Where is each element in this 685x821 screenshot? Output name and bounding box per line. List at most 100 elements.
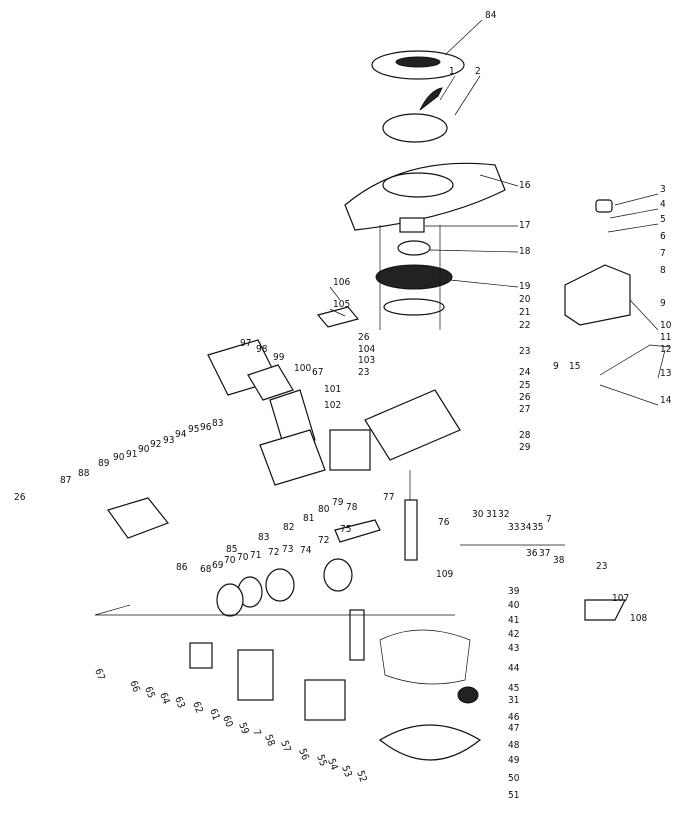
part-label: 65	[142, 685, 156, 700]
piston-ring-part	[265, 568, 295, 602]
recoil-cover-hole	[395, 56, 441, 68]
part-label: 12	[660, 344, 671, 355]
part-label: 55	[314, 753, 328, 768]
part-label: 54	[325, 757, 339, 772]
part-label: 82	[283, 522, 294, 533]
part-label: 33	[508, 522, 519, 533]
flywheel-part	[375, 264, 453, 290]
part-label: 20	[519, 294, 531, 305]
part-label: 49	[508, 755, 520, 766]
part-label: 40	[508, 600, 520, 611]
starter-cup-part	[397, 240, 431, 256]
part-label: 11	[660, 332, 671, 343]
part-label: 104	[358, 344, 375, 355]
part-label: 70	[224, 555, 236, 566]
fan-housing-opening	[382, 172, 454, 198]
part-label: 80	[318, 504, 330, 515]
part-label: 98	[256, 344, 268, 355]
air-filter-part	[304, 679, 346, 721]
part-label: 63	[172, 695, 186, 710]
part-label: 60	[220, 714, 234, 729]
part-label: 26	[14, 492, 26, 503]
oil-sump-part	[378, 724, 482, 761]
cylinder-head-part	[259, 429, 326, 486]
part-label: 73	[282, 544, 293, 555]
part-label: 89	[98, 458, 110, 469]
part-label: 64	[157, 691, 171, 706]
part-label: 94	[175, 429, 187, 440]
part-label: 72	[268, 547, 279, 558]
head-gasket-part	[329, 429, 371, 471]
part-label: 24	[519, 367, 531, 378]
part-label: 61	[207, 707, 221, 722]
part-label: 47	[508, 723, 519, 734]
flywheel-plate-part	[383, 298, 445, 316]
carburetor-part	[189, 642, 213, 669]
muffler-part	[247, 364, 294, 401]
part-label: 85	[226, 544, 237, 555]
part-label: 41	[508, 615, 519, 626]
part-label: 107	[612, 593, 629, 604]
part-label: 86	[176, 562, 188, 573]
part-label: 96	[200, 422, 212, 433]
part-label: 23	[519, 346, 530, 357]
ignition-coil-part	[316, 306, 360, 328]
part-label: 72	[318, 535, 329, 546]
part-label: 6	[660, 231, 666, 242]
part-label: 69	[212, 560, 224, 571]
part-label: 90	[138, 444, 150, 455]
part-label: 14	[660, 395, 672, 406]
part-label: 45	[508, 683, 519, 694]
part-label: 31	[508, 695, 519, 706]
part-label: 29	[519, 442, 531, 453]
air-filter-base-part	[237, 649, 274, 701]
part-label: 106	[333, 277, 350, 288]
nut-part	[399, 217, 425, 233]
fuel-line-part	[599, 344, 671, 376]
part-label: 7	[250, 728, 262, 737]
part-label: 8	[660, 265, 666, 276]
part-label: 71	[250, 550, 261, 561]
gear-part	[457, 686, 479, 704]
part-label: 23	[596, 561, 607, 572]
part-label: 56	[296, 747, 310, 762]
part-label: 44	[508, 663, 520, 674]
part-label: 32	[498, 509, 509, 520]
part-label: 75	[340, 524, 351, 535]
part-label: 1	[449, 66, 455, 77]
fuel-cap-part	[595, 199, 613, 213]
part-label: 31	[486, 509, 497, 520]
part-label: 42	[508, 629, 519, 640]
part-label: 52	[354, 769, 368, 784]
part-label: 70	[237, 552, 249, 563]
part-label: 2	[475, 66, 481, 77]
part-label: 5	[660, 214, 666, 225]
part-label: 50	[508, 773, 520, 784]
part-label: 3	[660, 184, 666, 195]
fuel-tank-part	[564, 264, 631, 326]
part-label: 92	[150, 439, 161, 450]
part-label: 57	[278, 739, 292, 754]
part-label: 74	[300, 545, 312, 556]
part-label: 51	[508, 790, 519, 801]
part-label: 67	[312, 367, 323, 378]
part-label: 88	[78, 468, 90, 479]
part-label: 43	[508, 643, 519, 654]
starter-pulley-part	[382, 113, 448, 143]
part-label: 84	[485, 10, 497, 21]
part-label: 53	[339, 764, 353, 779]
part-label: 78	[346, 502, 358, 513]
part-label: 87	[60, 475, 71, 486]
part-label: 30	[472, 509, 484, 520]
part-label: 68	[200, 564, 212, 575]
part-label: 7	[546, 514, 552, 525]
part-label: 22	[519, 320, 530, 331]
part-label: 39	[508, 586, 520, 597]
part-label: 67	[92, 667, 106, 682]
crankshaft-body	[404, 499, 418, 561]
part-label: 48	[508, 740, 520, 751]
part-label: 9	[660, 298, 666, 309]
part-label: 109	[436, 569, 453, 580]
